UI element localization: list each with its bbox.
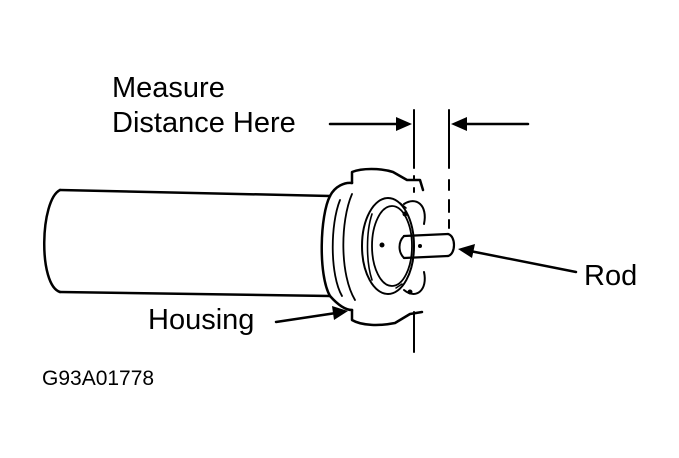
housing-label: Housing (148, 304, 255, 336)
housing-pointer-arrow (274, 306, 348, 324)
measure-label-line1: Measure (112, 72, 225, 104)
rod-pointer-arrow (458, 244, 578, 274)
measurement-lines (413, 109, 450, 353)
figure-code: G93A01778 (42, 367, 155, 390)
measure-label-line2: Distance Here (112, 107, 296, 139)
cylinder-body (43, 188, 332, 298)
measure-arrow-left (328, 117, 412, 131)
rod-label: Rod (584, 260, 638, 292)
measure-arrow-right (451, 117, 530, 131)
housing-flange (320, 167, 426, 327)
rod-shape (398, 232, 456, 260)
